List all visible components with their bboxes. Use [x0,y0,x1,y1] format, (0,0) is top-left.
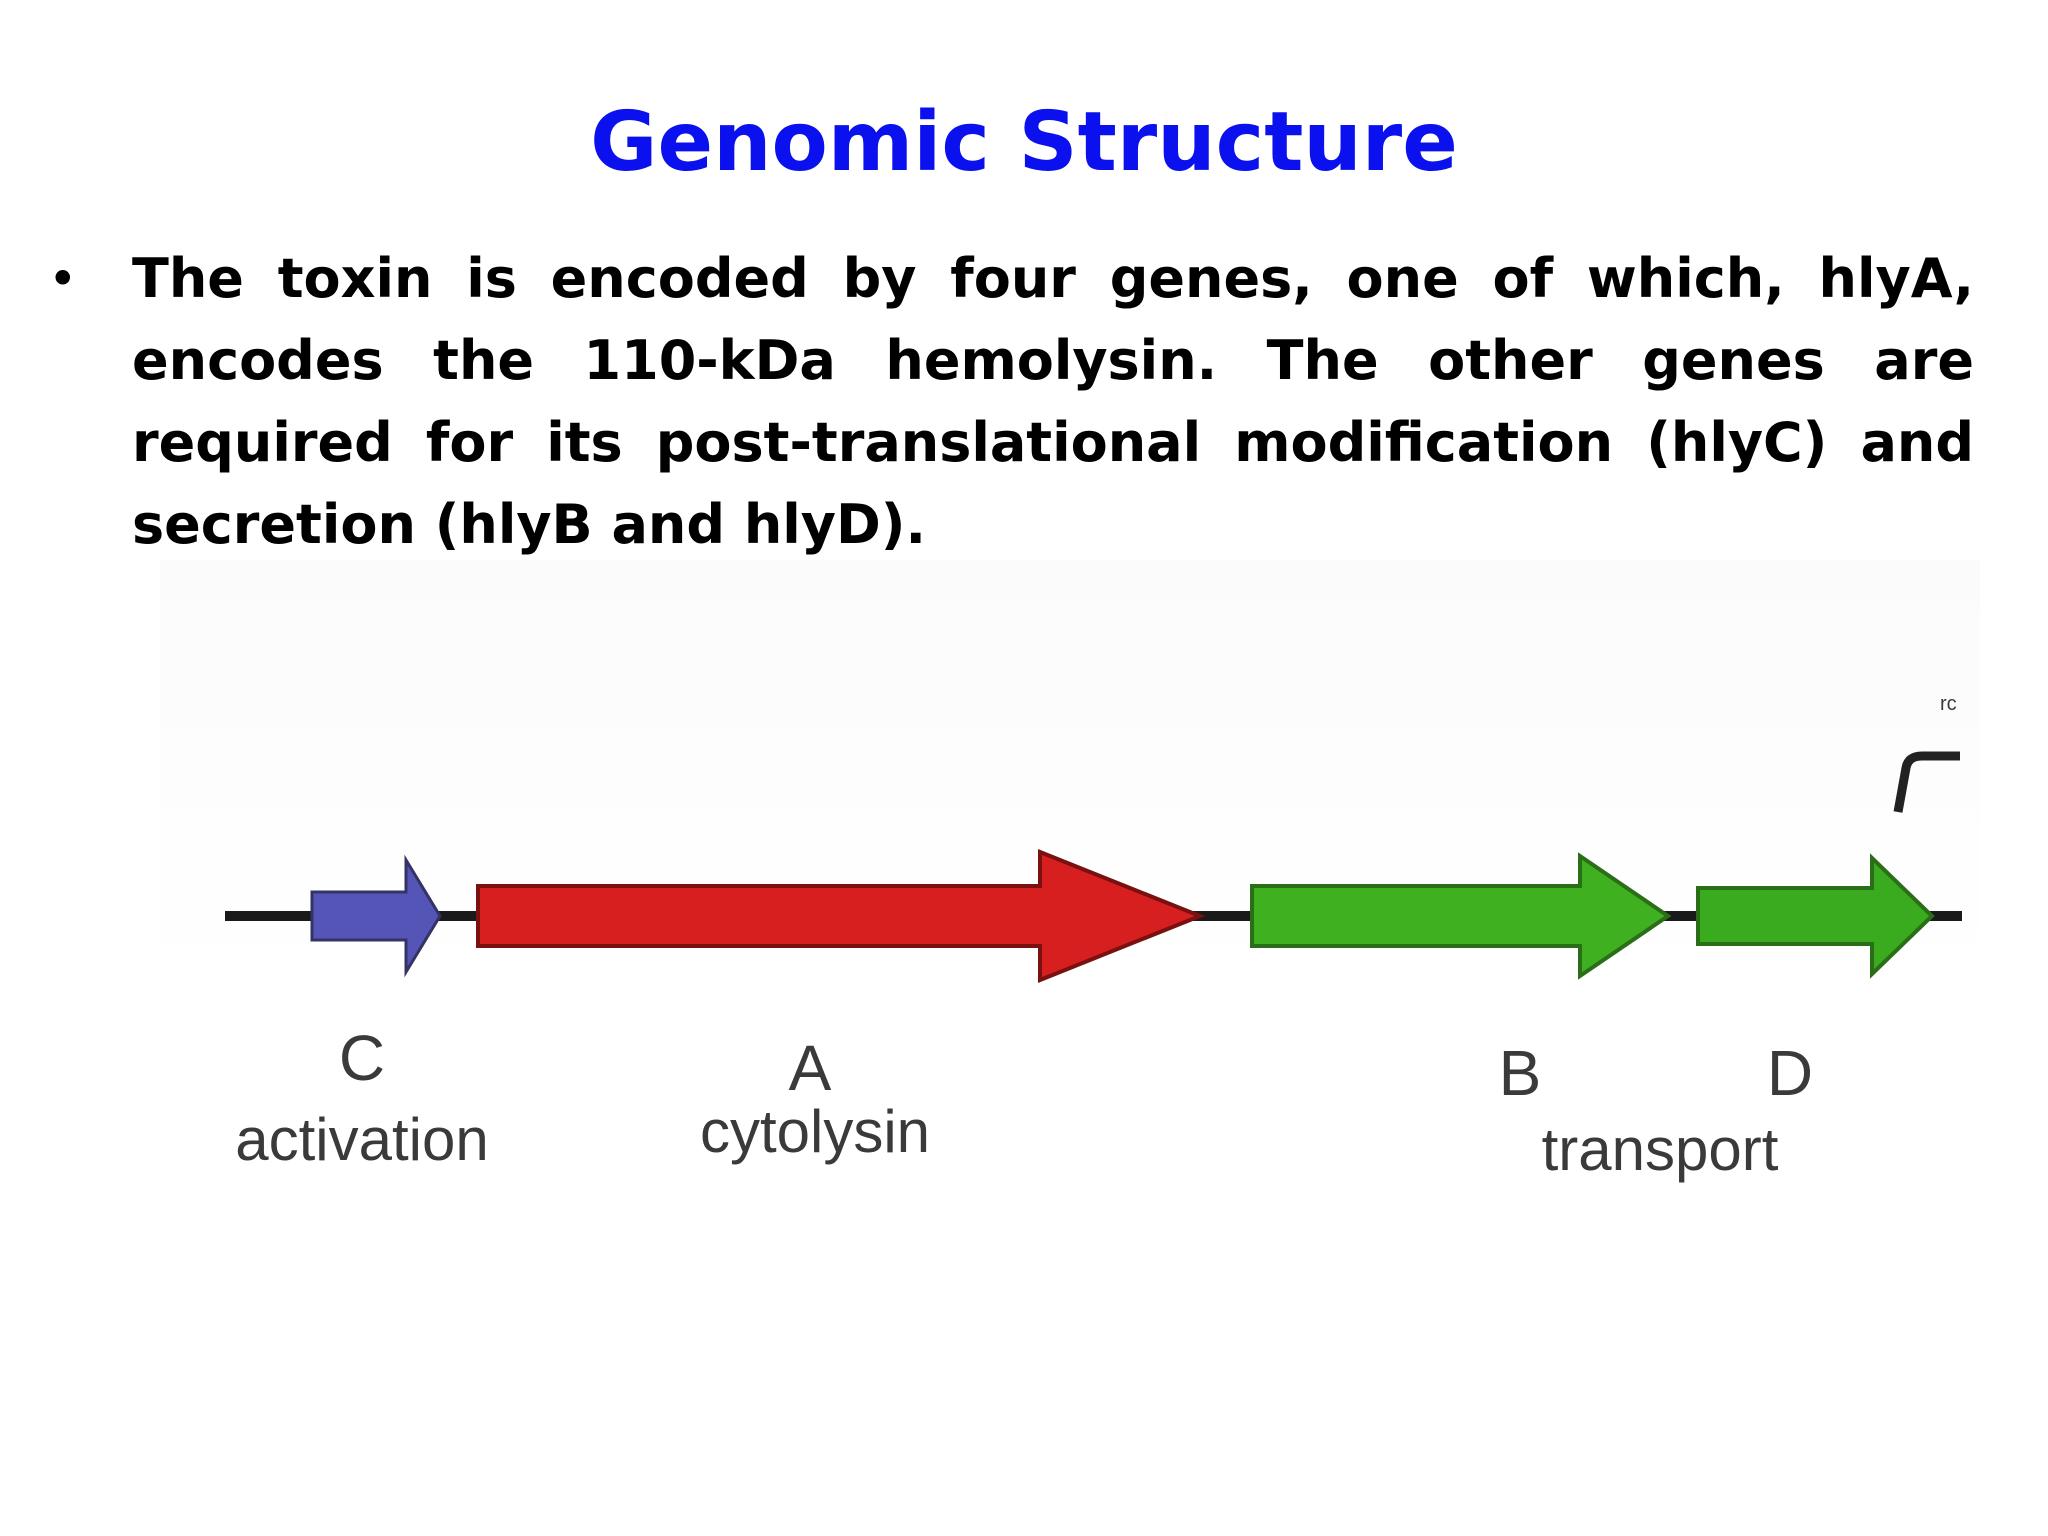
gene-a-letter: A [789,1032,832,1104]
gene-b-letter: B [1499,1037,1542,1109]
gene-c-arrow [310,854,442,978]
corner-mark: rc [1940,693,1957,715]
operon-svg: rc C A B D activation cytolysin transpor… [225,693,1962,1183]
bullet-marker: • [48,250,78,308]
gene-d-arrow [1696,853,1935,979]
promoter-icon [1893,751,1960,813]
slide-title: Genomic Structure [590,95,1458,190]
transport-label: transport [1542,1116,1779,1183]
activation-label: activation [235,1106,488,1173]
operon-diagram: rc C A B D activation cytolysin transpor… [160,560,1980,1260]
gene-d-letter: D [1767,1037,1813,1109]
gene-b-arrow [1250,852,1672,980]
cytolysin-label: cytolysin [700,1098,930,1165]
bullet-text: The toxin is encoded by four genes, one … [132,247,1974,556]
gene-c-letter: C [339,1022,385,1094]
gene-a-arrow [476,849,1206,983]
